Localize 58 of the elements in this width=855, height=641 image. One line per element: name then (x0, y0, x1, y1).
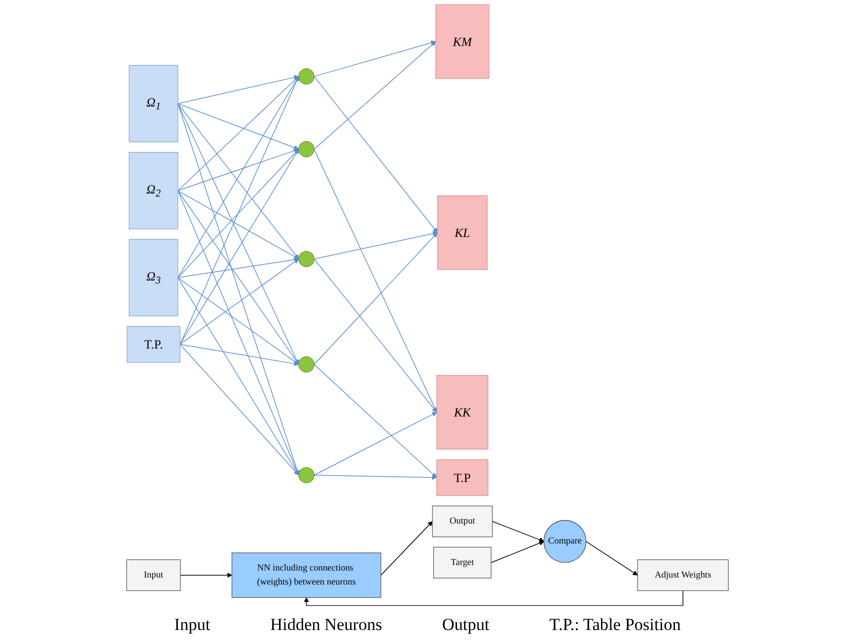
axis-caption: T.P.: Table Position (549, 615, 681, 635)
arrow (178, 148, 299, 278)
arrow (178, 257, 299, 278)
arrow (314, 412, 437, 476)
arrow (586, 541, 638, 576)
node-box: KK (436, 375, 488, 450)
arrow (314, 40, 436, 77)
arrow (178, 190, 299, 260)
node-circle (298, 250, 314, 267)
node-circle: Compare (544, 520, 586, 563)
node-box: Input (126, 559, 181, 591)
arrow (314, 364, 437, 478)
node-box: Output (432, 506, 493, 538)
arrow (178, 190, 300, 476)
arrow (490, 540, 544, 564)
node-circle (298, 356, 314, 372)
arrow (180, 258, 299, 345)
arrow (314, 232, 438, 365)
node-box: Ω$_{1}$ (128, 65, 178, 142)
node-box: KL (437, 195, 488, 270)
arrow (178, 76, 299, 192)
node-circle (298, 467, 314, 484)
arrow (178, 190, 299, 365)
arrow (180, 148, 299, 345)
node-box: KM (435, 4, 490, 79)
node-circle (298, 141, 314, 158)
arrow (178, 103, 299, 260)
arrow (178, 103, 300, 476)
arrow (180, 344, 299, 366)
arrow (178, 277, 299, 365)
arrow (314, 76, 438, 233)
node-box: Ω$_{2}$ (128, 152, 178, 230)
node-box: Ω$_{3}$ (128, 239, 178, 316)
arrow (314, 258, 437, 412)
arrow (178, 74, 299, 104)
axis-caption: Input (174, 615, 210, 635)
node-box: Adjust Weights (637, 559, 729, 591)
node-circle (298, 68, 314, 84)
arrow (380, 521, 433, 576)
node-box: T.P (436, 459, 488, 496)
arrow (314, 231, 438, 260)
arrow (314, 41, 436, 150)
node-box: Target (433, 546, 492, 578)
arrow (178, 148, 299, 192)
arrow (304, 590, 684, 606)
arrow (178, 76, 299, 278)
node-box: NN including connections (weights) between neurons (232, 552, 382, 598)
arrow (180, 344, 299, 476)
arrow (314, 474, 437, 480)
arrow (314, 148, 438, 412)
arrow (180, 572, 232, 578)
arrow (492, 521, 544, 542)
arrow (178, 277, 299, 476)
axis-caption: Output (442, 615, 490, 635)
node-box: T.P. (126, 326, 180, 363)
arrow (178, 103, 299, 150)
arrow (178, 103, 300, 365)
axis-caption: Hidden Neurons (270, 615, 382, 635)
